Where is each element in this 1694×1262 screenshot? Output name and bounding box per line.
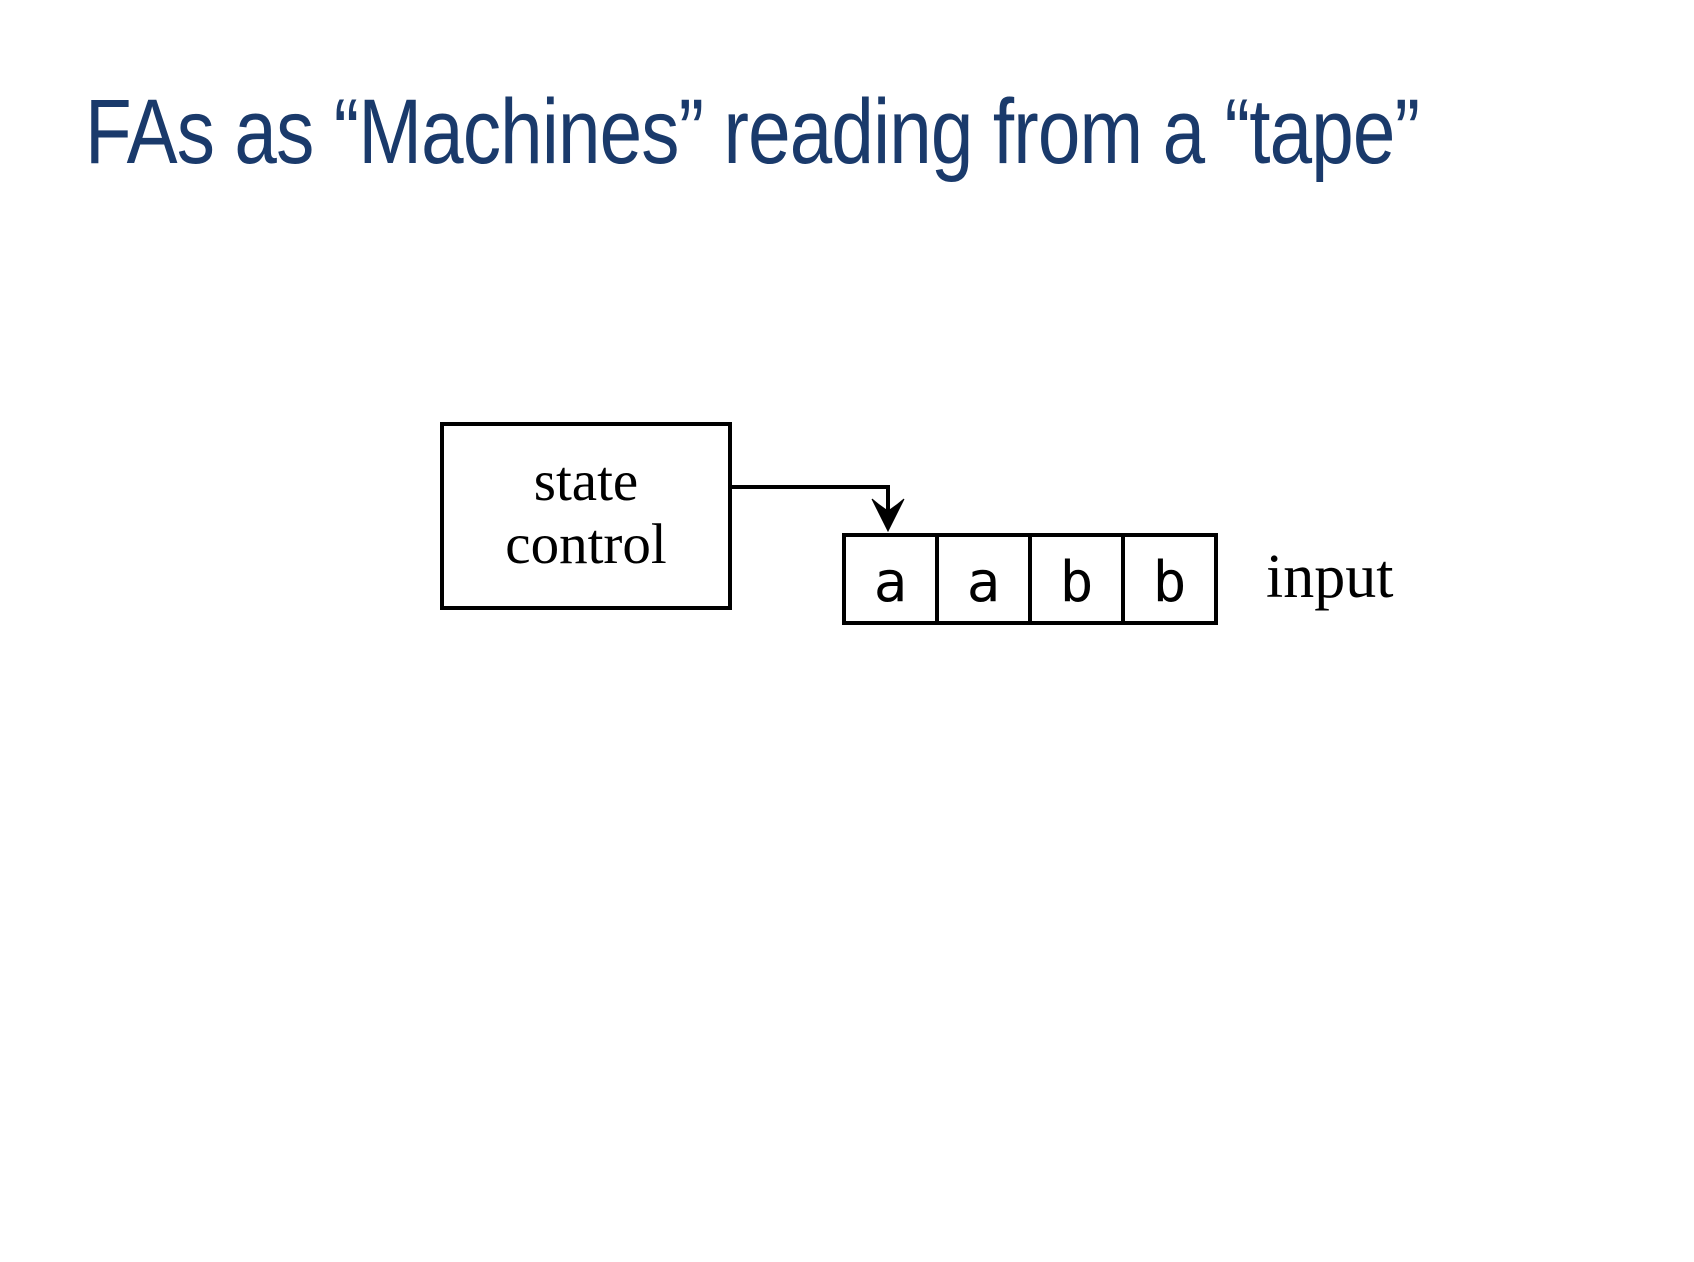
state-control-line2: control [505, 513, 667, 576]
input-tape: a a b b [842, 533, 1218, 625]
tape-label: input [1266, 543, 1394, 611]
tape-cell: a [873, 550, 908, 615]
tape-cell: b [1028, 537, 1121, 621]
page-title: FAs as “Machines” reading from a “tape” [85, 81, 1420, 183]
tape-cell: a [935, 537, 1028, 621]
state-control-line1: state [533, 450, 639, 513]
state-control-box: state control [440, 422, 732, 610]
tape-cell: b [1121, 537, 1214, 621]
